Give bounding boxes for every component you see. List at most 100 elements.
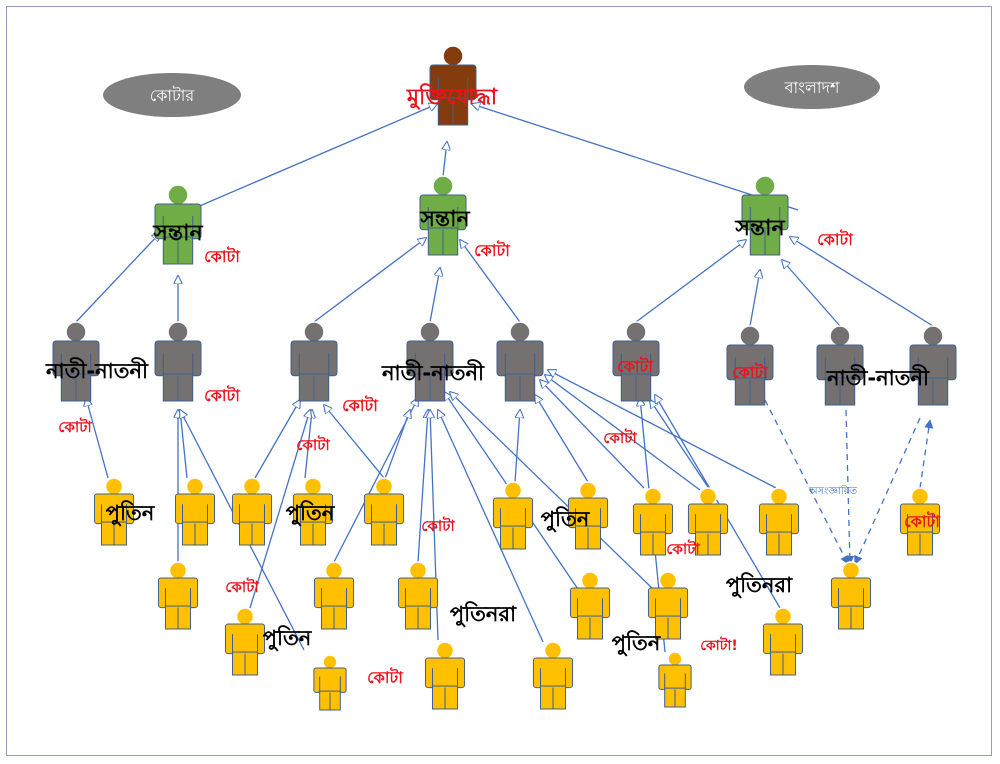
person-icon bbox=[363, 477, 405, 546]
parent-link bbox=[313, 238, 426, 323]
person-icon bbox=[290, 321, 338, 402]
great-label-6: পুতিনরা bbox=[450, 601, 517, 627]
parent-link bbox=[450, 392, 653, 589]
person-icon bbox=[658, 651, 692, 708]
parent-link bbox=[254, 400, 300, 479]
parent-link bbox=[545, 375, 701, 491]
parent-link bbox=[417, 410, 428, 563]
person-icon bbox=[419, 175, 467, 256]
person-icon bbox=[292, 477, 334, 546]
child-label-3: সন্তান bbox=[734, 216, 785, 241]
person-icon bbox=[93, 477, 135, 546]
person-torso bbox=[231, 493, 273, 525]
person-head bbox=[910, 487, 930, 506]
person-icon bbox=[313, 654, 347, 711]
dashed-link bbox=[764, 399, 849, 565]
person-icon bbox=[726, 325, 774, 406]
person-head bbox=[167, 184, 189, 206]
dashed-link bbox=[854, 417, 921, 565]
badge-right-label: বাংলাদশ bbox=[784, 78, 840, 97]
person-icon bbox=[224, 607, 266, 676]
quota-label-15: কোটা bbox=[367, 667, 404, 687]
person-head bbox=[580, 571, 600, 590]
great-label-7: পুতিনরা bbox=[726, 572, 793, 598]
person-icon bbox=[313, 561, 355, 630]
person-torso bbox=[313, 577, 355, 609]
quota-label-11: কোটা bbox=[904, 511, 941, 531]
child-label-1: সন্তান bbox=[152, 221, 203, 246]
person-icon bbox=[157, 561, 199, 630]
person-head bbox=[303, 477, 323, 496]
person-torso bbox=[569, 587, 611, 619]
person-icon bbox=[231, 477, 273, 546]
person-head bbox=[303, 321, 325, 343]
parent-link bbox=[187, 104, 437, 212]
person-head bbox=[754, 175, 776, 197]
great-label-2: পুতিন bbox=[286, 500, 336, 526]
parent-link bbox=[472, 104, 799, 211]
person-head bbox=[65, 321, 87, 343]
person-torso bbox=[363, 493, 405, 525]
person-torso bbox=[157, 577, 199, 609]
parent-link bbox=[782, 260, 841, 327]
person-icon bbox=[758, 487, 800, 556]
quota-label-16: কোটা! bbox=[700, 636, 738, 654]
person-head bbox=[509, 321, 531, 343]
person-torso bbox=[313, 667, 347, 693]
quota-label-1: কোটা bbox=[204, 246, 241, 266]
person-icon bbox=[154, 184, 202, 265]
parent-link bbox=[749, 270, 760, 327]
person-icon bbox=[154, 321, 202, 402]
parent-link bbox=[324, 405, 385, 479]
person-torso bbox=[154, 340, 202, 377]
person-torso bbox=[290, 340, 338, 377]
person-icon bbox=[816, 325, 864, 406]
person-icon bbox=[830, 561, 872, 630]
grand-label-3: নাতী-নাতনী bbox=[826, 364, 930, 390]
person-torso bbox=[830, 577, 872, 609]
parent-link bbox=[548, 370, 777, 489]
person-head bbox=[698, 487, 718, 506]
person-head bbox=[667, 651, 683, 667]
person-icon bbox=[429, 45, 477, 126]
quota-label-13: কোটা bbox=[666, 539, 700, 558]
parent-link bbox=[514, 410, 520, 483]
parent-link bbox=[655, 395, 781, 609]
root-label: মুক্তিযোদ্ধা bbox=[406, 83, 499, 111]
person-head bbox=[322, 654, 338, 670]
quota-label-6: কোটা bbox=[617, 356, 654, 376]
parent-link bbox=[635, 240, 746, 323]
person-icon bbox=[397, 561, 439, 630]
person-icon bbox=[496, 321, 544, 402]
person-icon bbox=[406, 321, 454, 402]
person-icon bbox=[174, 477, 216, 546]
great-label-5: পুতিন bbox=[612, 630, 662, 656]
parent-link bbox=[429, 268, 440, 323]
quota-label-7: কোটা bbox=[732, 362, 769, 382]
child-label-2: সন্তান bbox=[419, 207, 470, 232]
person-head bbox=[408, 561, 428, 580]
quota-label-12: কোটা bbox=[421, 516, 455, 535]
person-torso bbox=[532, 657, 574, 689]
quota-label-10: কোটা bbox=[603, 428, 637, 447]
quota-label-5: কোটা bbox=[342, 395, 379, 415]
parent-link bbox=[180, 410, 188, 479]
link-layer bbox=[75, 104, 934, 653]
grand-label-1: নাতী-নাতনী bbox=[45, 357, 149, 383]
badge-left-label: কোটার bbox=[150, 86, 196, 105]
person-torso bbox=[762, 623, 804, 655]
person-icon bbox=[687, 487, 729, 556]
great-label-1: পুতিন bbox=[106, 500, 156, 526]
person-head bbox=[324, 561, 344, 580]
person-head bbox=[167, 321, 189, 343]
person-head bbox=[578, 481, 598, 500]
person-torso bbox=[632, 503, 674, 535]
badge-right-shape bbox=[744, 65, 880, 109]
quota-label-2: কোটা bbox=[474, 240, 511, 260]
parent-link bbox=[443, 142, 447, 177]
parent-link bbox=[650, 400, 711, 491]
badge-left-shape bbox=[103, 73, 241, 117]
person-icon bbox=[567, 481, 609, 550]
person-icon bbox=[612, 321, 660, 402]
